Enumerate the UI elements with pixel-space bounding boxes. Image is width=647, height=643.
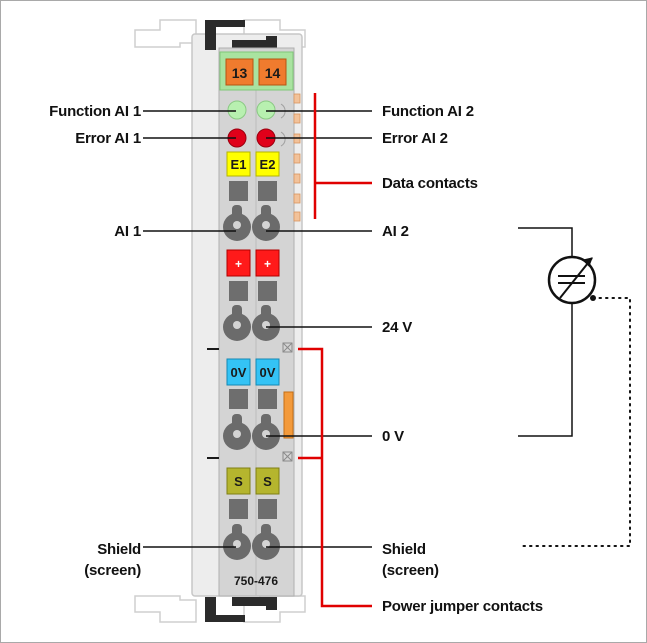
terminal-14-label: 14	[265, 65, 281, 81]
label-shield-left: Shield (screen)	[84, 541, 141, 579]
shield-wire-dotted	[519, 297, 631, 547]
label-ai2: AI 2	[382, 223, 409, 240]
marker-e1	[226, 151, 251, 177]
marker-e2	[255, 151, 280, 177]
marker-plus-1	[226, 249, 251, 277]
leader-lines-right	[266, 110, 372, 548]
data-contacts-bracket	[313, 93, 372, 219]
wire-entry-shield-1	[223, 524, 251, 560]
clamp-opening	[229, 181, 248, 201]
marker-plus-2-label: +	[264, 257, 271, 271]
clamp-opening	[229, 281, 248, 301]
marker-0v-1-label: 0V	[231, 365, 247, 380]
leader-lines-left	[143, 110, 236, 548]
label-data-contacts: Data contacts	[382, 175, 478, 192]
marker-s-2-label: S	[263, 474, 272, 489]
sensor-wiring	[518, 227, 573, 437]
label-function-ai2: Function AI 2	[382, 103, 474, 120]
marker-plus-2	[255, 249, 280, 277]
wire-entry-shield-2	[252, 524, 280, 560]
latch-bottom	[205, 597, 277, 622]
led-function-ai1	[227, 100, 247, 120]
marker-s-1-label: S	[234, 474, 243, 489]
release-tab	[283, 391, 294, 439]
variable-sensor-icon	[547, 255, 597, 305]
marker-e1-label: E1	[231, 157, 247, 172]
marker-plus-1-label: +	[235, 257, 242, 271]
terminal-13-box	[225, 58, 254, 86]
clamp-opening	[229, 499, 248, 519]
label-24v: 24 V	[382, 319, 413, 336]
clamp-opening	[258, 389, 277, 409]
marker-0v-2-label: 0V	[260, 365, 276, 380]
label-ai1: AI 1	[114, 223, 141, 240]
wire-entry-ai1	[223, 205, 251, 241]
label-power-jumper-contacts: Power jumper contacts	[382, 598, 543, 615]
marker-s-1	[226, 467, 251, 495]
terminal-13-label: 13	[232, 65, 248, 81]
power-jumper-mark-top	[282, 342, 293, 353]
clamp-opening	[258, 499, 277, 519]
power-jumper-mark-bottom	[282, 451, 293, 462]
marker-s-2	[255, 467, 280, 495]
wire-entry-ai2	[252, 205, 280, 241]
marker-e2-label: E2	[260, 157, 276, 172]
latch-top	[205, 20, 277, 50]
wire-entry-24v-1	[223, 305, 251, 341]
led-function-ai2	[256, 100, 276, 120]
label-0v: 0 V	[382, 428, 404, 445]
part-number: 750-476	[234, 574, 278, 588]
clamp-opening	[258, 181, 277, 201]
wire-entry-0v-1	[223, 414, 251, 450]
clamp-opening	[258, 281, 277, 301]
power-jumper-bracket	[298, 347, 372, 608]
label-error-ai2: Error AI 2	[382, 130, 448, 147]
marker-0v-2	[255, 358, 280, 386]
clamp-opening	[229, 389, 248, 409]
label-function-ai1: Function AI 1	[49, 103, 141, 120]
label-error-ai1: Error AI 1	[75, 130, 141, 147]
terminal-14-box	[258, 58, 287, 86]
marker-0v-1	[226, 358, 251, 386]
label-shield-right: Shield (screen)	[382, 541, 439, 579]
